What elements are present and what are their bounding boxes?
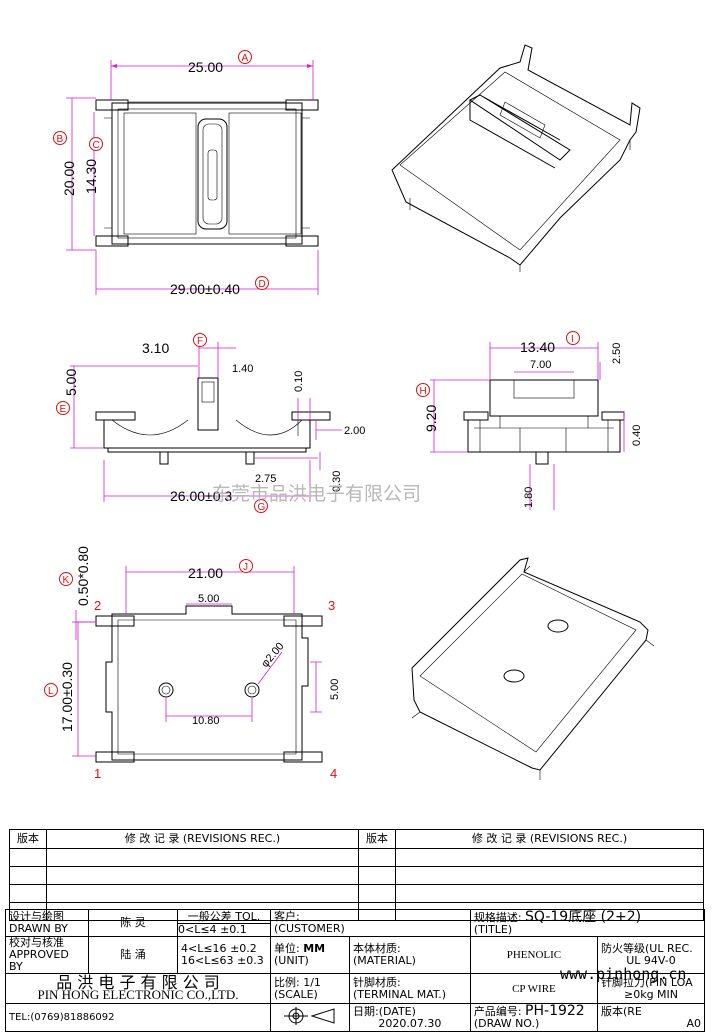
title: SQ-19底座 (2+2) <box>525 908 642 925</box>
svg-text:4: 4 <box>330 766 337 781</box>
rev: A0 <box>686 1016 701 1030</box>
bottom-view-dims: 21.00 5.00 0.50*0.80 17.00±0.30 φ2.00 10… <box>59 546 341 757</box>
dim-top-step: 2.50 <box>611 343 623 364</box>
dim-j-span: 21.00 <box>188 565 223 581</box>
company-cn: 品 洪 电 子 有 限 公 司 <box>56 972 220 992</box>
company-en: PIN HONG ELECTRONIC CO.,LTD. <box>37 986 239 1002</box>
svg-text:F: F <box>197 336 203 347</box>
dim-pin-len: 2.00 <box>344 425 365 437</box>
bubbles: A B C D E F G H I J K L <box>44 50 580 697</box>
svg-text:H: H <box>420 386 427 397</box>
svg-text:K: K <box>63 575 70 586</box>
dim-l-span: 17.00±0.30 <box>59 662 75 732</box>
rev-col-rec2: 修 改 记 录 (REVISIONS REC.) <box>395 829 704 849</box>
material-label: 本体材质: <box>353 942 401 955</box>
scale-label: 比例: <box>274 975 300 989</box>
dim-height-b: 20.00 <box>61 161 77 196</box>
dim-stand-off: 0.30 <box>331 471 343 492</box>
dim-hole-pitch: 10.80 <box>192 715 220 727</box>
approved-by: 陆 涌 <box>88 936 178 974</box>
bottom-view <box>95 605 323 763</box>
svg-text:L: L <box>48 686 54 697</box>
dim-height-c: 14.30 <box>83 159 99 194</box>
svg-text:C: C <box>93 140 100 151</box>
dim-pin-h: 1.80 <box>523 487 535 508</box>
top-view-dims: 25.00 29.00±0.40 20.00 14.30 <box>61 59 319 297</box>
svg-text:1: 1 <box>94 766 101 781</box>
date: 2020.07.30 <box>378 1016 442 1030</box>
spec-label: 规格描述: <box>473 910 522 924</box>
tel: TEL:(0769)81886092 <box>5 1003 271 1032</box>
dim-f-total: 3.10 <box>142 340 169 356</box>
svg-text:E: E <box>60 404 67 415</box>
watermark-url: www.pinhong.cn <box>560 965 687 983</box>
svg-text:B: B <box>57 134 64 145</box>
tol-title: 一般公差 TOL. <box>178 910 270 924</box>
dim-width-d: 29.00±0.40 <box>170 281 240 297</box>
iso-bottom <box>411 557 655 780</box>
iso-top <box>391 44 641 272</box>
dim-hole-dia: φ2.00 <box>259 640 287 670</box>
dim-inner: 7.00 <box>530 359 551 371</box>
unit-label: 单位: <box>274 942 300 955</box>
drawing-no: PH-1922 <box>525 1003 585 1019</box>
rev-col-rec: 修 改 记 录 (REVISIONS REC.) <box>46 829 359 849</box>
svg-text:A: A <box>242 53 249 64</box>
fire-label: 防火等级(UL REC. <box>601 942 693 955</box>
terminal-label: 针脚材质: <box>353 975 401 989</box>
drawn-by-label: 设计与绘图 <box>9 910 64 923</box>
pin-numbers: 1 2 3 4 <box>94 598 337 781</box>
rev-label: 版本(RE <box>601 1004 642 1018</box>
drawing-no-label: 产品编号: <box>473 1005 522 1018</box>
material: PHENOLIC <box>469 936 599 974</box>
projection-symbol <box>270 1003 350 1032</box>
fire: UL 94V-0 <box>626 954 676 967</box>
svg-text:2: 2 <box>94 598 101 613</box>
dim-width-i: 13.40 <box>520 339 555 355</box>
dim-e-height: 5.00 <box>63 369 79 396</box>
approved-label: 校对与核准 <box>9 936 64 949</box>
scale: 1/1 <box>303 975 321 989</box>
end-view-dims: 13.40 7.00 2.50 9.20 0.40 1.80 <box>423 339 643 510</box>
svg-text:G: G <box>258 502 266 513</box>
date-label: 日期:(DATE) <box>353 1004 416 1018</box>
dim-slot: 5.00 <box>198 593 219 605</box>
side-view <box>95 377 331 465</box>
watermark: 东莞市品洪电子有限公司 <box>212 483 421 505</box>
rev-col-version: 版本 <box>9 829 47 849</box>
pull-label: 针脚拉力(PIN LOA <box>601 975 693 989</box>
svg-text:D: D <box>259 279 266 290</box>
dim-height-h: 9.20 <box>423 405 439 432</box>
projection-icon <box>284 1007 335 1025</box>
dim-side-slot: 5.00 <box>329 679 341 700</box>
svg-text:I: I <box>571 334 574 345</box>
top-view <box>95 99 319 247</box>
drawn-by: 陈 灵 <box>88 909 178 937</box>
dim-pin-pitch: 2.75 <box>255 473 276 485</box>
customer-label: 客户: <box>274 910 300 923</box>
dim-pin-k: 0.50*0.80 <box>75 546 91 606</box>
svg-text:3: 3 <box>328 598 335 613</box>
dim-f-inner: 1.40 <box>232 363 253 375</box>
rev-col-version2: 版本 <box>358 829 396 849</box>
end-view <box>463 379 625 465</box>
svg-text:J: J <box>243 562 248 573</box>
revision-table: 版本 修 改 记 录 (REVISIONS REC.) 版本 修 改 记 录 (… <box>9 829 704 921</box>
unit: MM <box>303 942 326 955</box>
dim-length-g: 26.00±0.3 <box>170 488 232 504</box>
side-view-dims: 3.10 1.40 5.00 0.10 2.00 2.75 0.30 26.00… <box>63 340 365 504</box>
dim-width-a: 25.00 <box>188 59 223 75</box>
pull: ≥0kg MIN <box>623 987 679 1001</box>
dim-pin-ext: 0.40 <box>631 425 643 446</box>
dim-pin-thk: 0.10 <box>293 371 305 392</box>
